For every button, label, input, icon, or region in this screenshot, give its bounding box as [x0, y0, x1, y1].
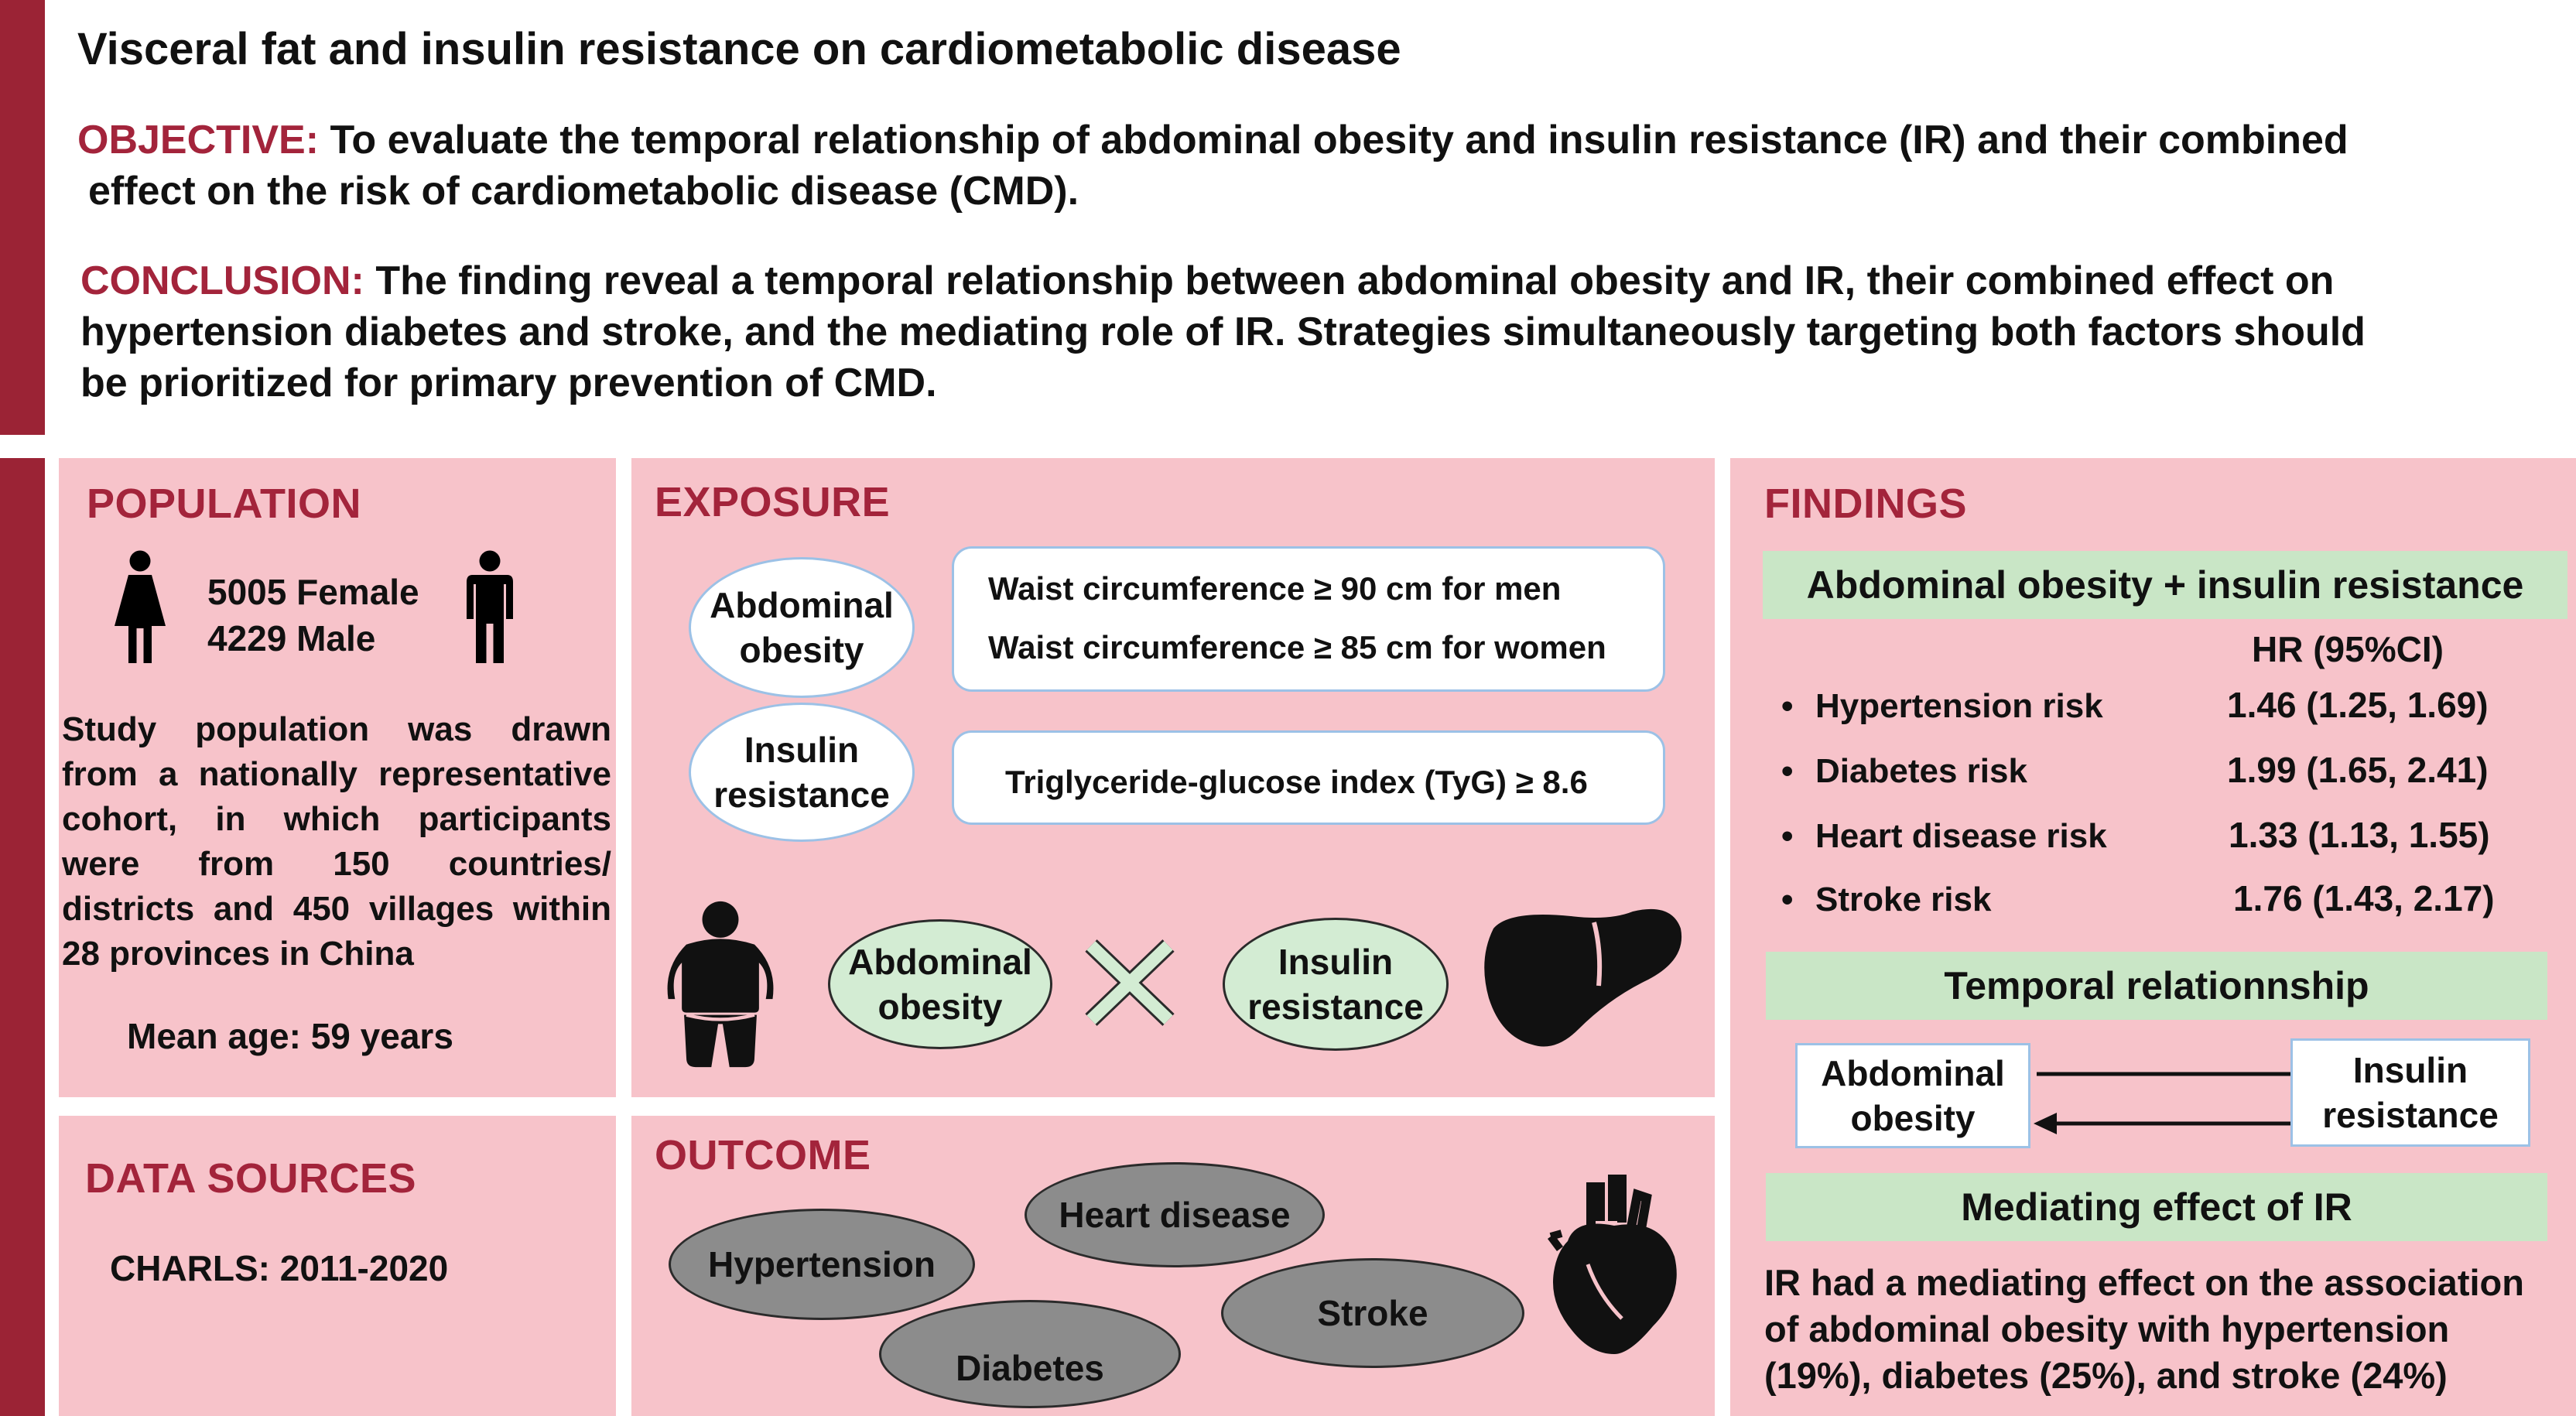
combo-title-bar: Abdominal obesity + insulin resistance	[1763, 551, 2567, 619]
heart-icon	[1548, 1175, 1677, 1354]
oval-label: obesity	[877, 987, 1003, 1027]
obese-person-icon	[667, 901, 774, 1068]
conclusion-label: CONCLUSION:	[80, 258, 364, 303]
temporal-title: Temporal relationnship	[1944, 964, 2369, 1007]
male-count: 4229 Male	[207, 618, 376, 658]
conclusion-text-line3: be prioritized for primary prevention of…	[80, 361, 937, 405]
temporal-left-box: Abdominal obesity	[1795, 1043, 2030, 1148]
conclusion-text-line2: hypertension diabetes and stroke, and th…	[80, 310, 2366, 354]
waist-criteria-box: Waist circumference ≥ 90 cm for men Wais…	[952, 546, 1665, 692]
bullet-icon: •	[1781, 752, 1794, 790]
oval-label: Insulin	[744, 730, 860, 770]
population-desc-line: were from 150 countries/	[62, 845, 611, 883]
population-desc-line: 28 provinces in China	[62, 935, 414, 973]
oval-label: Abdominal	[848, 942, 1032, 982]
exposure-heading: EXPOSURE	[655, 479, 891, 525]
oval-label: Abdominal	[710, 585, 894, 625]
combo-title: Abdominal obesity + insulin resistance	[1806, 563, 2524, 607]
hr-row-value: 1.76 (1.43, 2.17)	[2233, 878, 2495, 918]
hr-row-value: 1.33 (1.13, 1.55)	[2229, 815, 2490, 855]
multiply-icon	[1085, 939, 1175, 1026]
bullet-icon: •	[1781, 881, 1794, 918]
findings-heading: FINDINGS	[1764, 481, 1968, 527]
outcome-label: Hypertension	[708, 1244, 936, 1284]
outcome-stroke: Stroke	[1221, 1258, 1524, 1368]
exposure-panel: EXPOSURE Abdominal obesity Waist circumfe…	[631, 458, 1715, 1097]
male-icon	[467, 550, 513, 663]
hr-row-value: 1.99 (1.65, 2.41)	[2227, 750, 2489, 790]
mediating-line: IR had a mediating effect on the associa…	[1764, 1262, 2524, 1303]
oval-label: obesity	[739, 630, 864, 670]
objective-text-line1: To evaluate the temporal relationship of…	[330, 118, 2349, 162]
waist-women: Waist circumference ≥ 85 cm for women	[988, 629, 1606, 665]
waist-men: Waist circumference ≥ 90 cm for men	[988, 570, 1562, 607]
abdominal-obesity-oval: Abdominal obesity	[689, 557, 915, 698]
population-desc-line: Study population was drawn	[62, 710, 611, 748]
box-label: resistance	[2322, 1095, 2499, 1135]
combo-insulin-resistance-oval: Insulin resistance	[1223, 918, 1449, 1051]
objective: OBJECTIVE: To evaluate the temporal rela…	[77, 115, 2554, 217]
insulin-resistance-oval: Insulin resistance	[689, 703, 915, 842]
female-count: 5005 Female	[207, 572, 419, 612]
combo-abdominal-obesity-oval: Abdominal obesity	[828, 919, 1052, 1049]
oval-label: Insulin	[1278, 942, 1394, 982]
box-label: obesity	[1850, 1098, 1976, 1138]
bullet-icon: •	[1781, 817, 1794, 855]
hr-row-label: Heart disease risk	[1815, 817, 2107, 855]
tyg-text: Triglyceride-glucose index (TyG) ≥ 8.6	[1005, 764, 1588, 800]
data-sources-heading: DATA SOURCES	[85, 1155, 417, 1202]
hr-header: HR (95%CI)	[2252, 629, 2444, 669]
outcome-label: Stroke	[1317, 1293, 1428, 1333]
hr-row-label: Diabetes risk	[1815, 752, 2027, 790]
outcome-label: Heart disease	[1059, 1195, 1291, 1235]
population-heading: POPULATION	[87, 481, 361, 527]
female-icon	[115, 550, 166, 663]
population-desc-line: districts and 450 villages within	[62, 890, 611, 928]
conclusion-text-line1: The finding reveal a temporal relationsh…	[375, 258, 2335, 303]
mean-age: Mean age: 59 years	[127, 1016, 453, 1056]
oval-label: resistance	[713, 775, 890, 815]
page-title: Visceral fat and insulin resistance on c…	[77, 24, 1401, 74]
hr-row-label: Stroke risk	[1815, 881, 1992, 918]
population-desc-line: from a nationally representative	[62, 755, 611, 793]
header-accent-bar	[0, 0, 45, 435]
hr-row-value: 1.46 (1.25, 1.69)	[2227, 685, 2489, 725]
outcome-panel: OUTCOME Hypertension Heart disease Diabe…	[631, 1116, 1715, 1416]
objective-label: OBJECTIVE:	[77, 118, 320, 162]
outcome-heading: OUTCOME	[655, 1132, 871, 1178]
hr-row: • Stroke risk 1.76 (1.43, 2.17)	[1781, 878, 2555, 927]
outcome-label: Diabetes	[956, 1348, 1104, 1388]
liver-icon	[1484, 908, 1682, 1047]
data-sources-value: CHARLS: 2011-2020	[110, 1248, 449, 1288]
oval-label: resistance	[1247, 987, 1424, 1027]
box-label: Insulin	[2352, 1050, 2468, 1090]
conclusion: CONCLUSION: The finding reveal a tempora…	[80, 255, 2557, 409]
body-accent-bar	[0, 458, 45, 1416]
hr-row: • Diabetes risk 1.99 (1.65, 2.41)	[1781, 750, 2555, 799]
outcome-hypertension: Hypertension	[669, 1209, 975, 1320]
outcome-heart-disease: Heart disease	[1025, 1162, 1325, 1267]
bullet-icon: •	[1781, 687, 1794, 725]
population-desc-line: cohort, in which participants	[62, 800, 611, 838]
hr-row: • Heart disease risk 1.33 (1.13, 1.55)	[1781, 815, 2555, 864]
findings-panel: FINDINGS Abdominal obesity + insulin res…	[1730, 458, 2576, 1416]
mediating-line: (19%), diabetes (25%), and stroke (24%)	[1764, 1355, 2448, 1396]
temporal-right-box-frame: Insulin resistance	[2290, 1038, 2530, 1147]
mediating-title: Mediating effect of IR	[1961, 1185, 2352, 1229]
population-description: Study population was drawn from a nation…	[62, 707, 611, 976]
data-sources-panel: DATA SOURCES CHARLS: 2011-2020	[59, 1116, 616, 1416]
hr-row: • Hypertension risk 1.46 (1.25, 1.69)	[1781, 685, 2555, 734]
mediating-title-bar: Mediating effect of IR	[1766, 1173, 2547, 1241]
mediating-text: IR had a mediating effect on the associa…	[1764, 1260, 2569, 1399]
tyg-criteria-box: Triglyceride-glucose index (TyG) ≥ 8.6	[952, 730, 1665, 825]
box-label: Abdominal	[1821, 1053, 2005, 1093]
mediating-line: of abdominal obesity with hypertension	[1764, 1308, 2450, 1349]
temporal-title-bar: Temporal relationnship	[1766, 952, 2547, 1020]
objective-text-line2: effect on the risk of cardiometabolic di…	[88, 169, 1079, 214]
population-panel: POPULATION 5005 Female 4229 Male Study p…	[59, 458, 616, 1097]
outcome-diabetes: Diabetes	[879, 1300, 1181, 1408]
hr-row-label: Hypertension risk	[1815, 687, 2103, 725]
